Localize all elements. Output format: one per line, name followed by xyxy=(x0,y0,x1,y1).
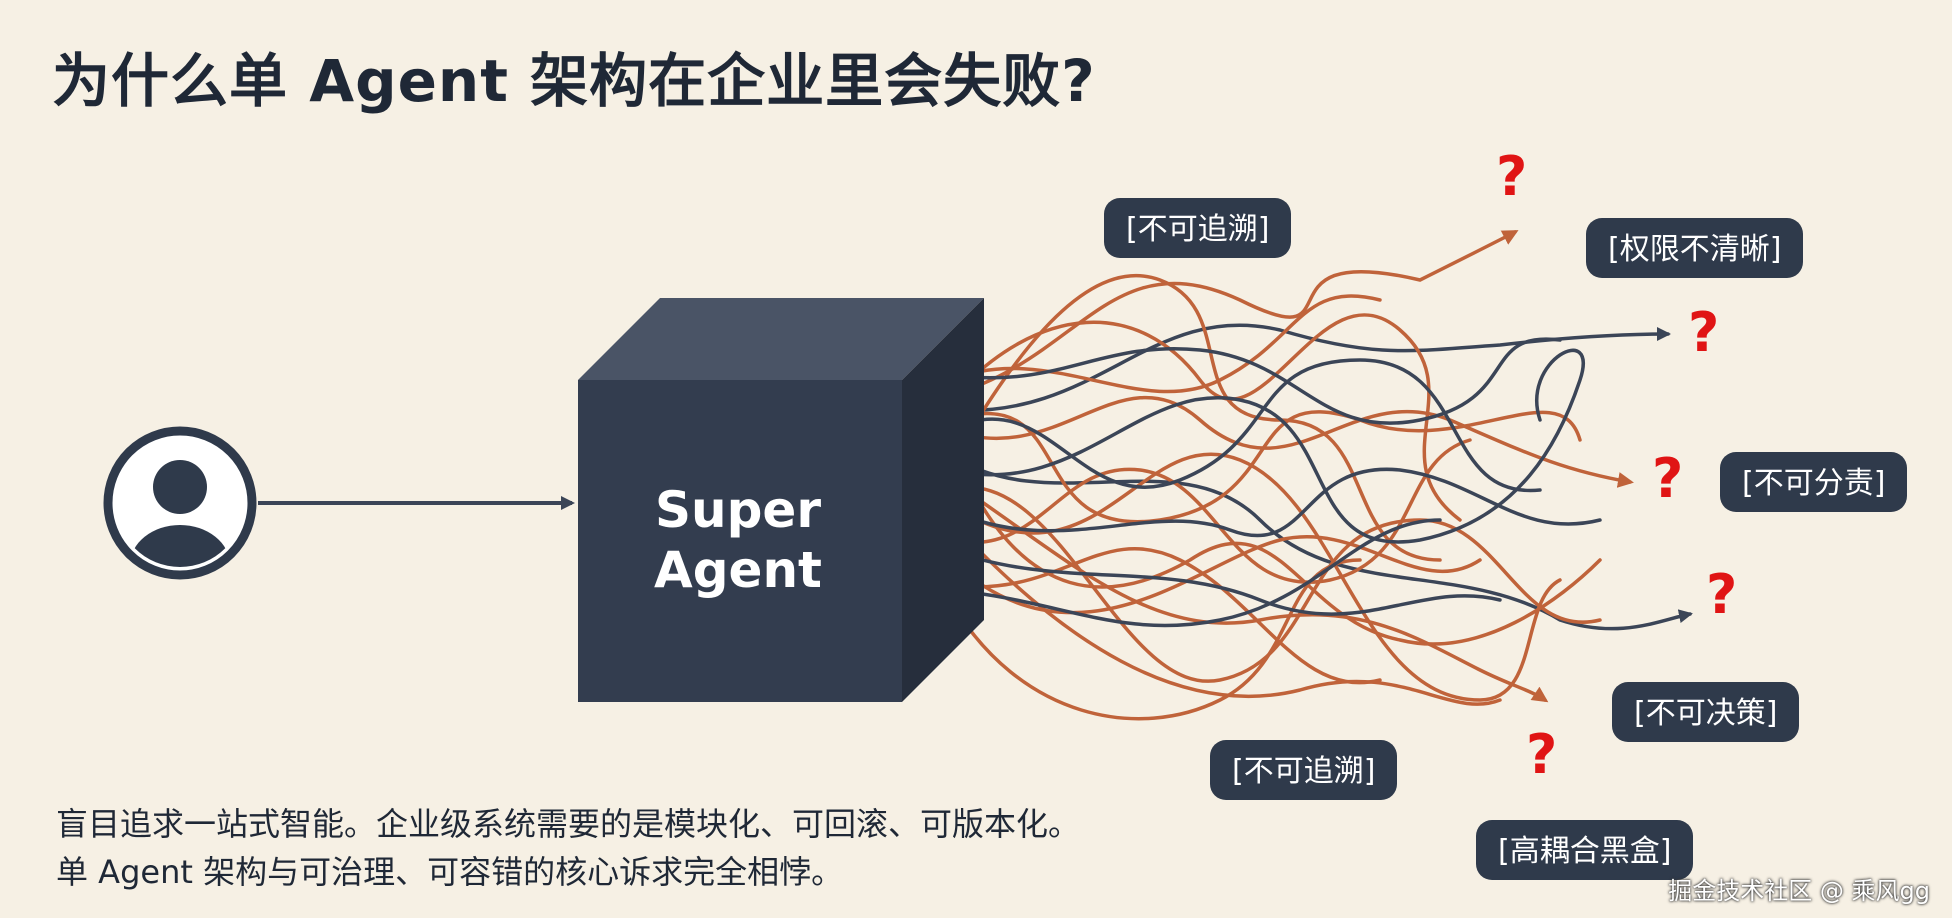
tangled-connections xyxy=(948,230,1693,721)
question-icon: ? xyxy=(1496,145,1528,208)
tag-no-decision: [不可决策] xyxy=(1612,682,1800,742)
super-agent-label-line1: Super xyxy=(655,481,821,539)
question-icon: ? xyxy=(1526,723,1558,786)
super-agent-box xyxy=(578,298,984,702)
question-icon: ? xyxy=(1652,447,1684,510)
caption-line1: 盲目追求一站式智能。企业级系统需要的是模块化、可回滚、可版本化。 xyxy=(56,805,1081,843)
page-title: 为什么单 Agent 架构在企业里会失败? xyxy=(52,47,1096,115)
caption: 盲目追求一站式智能。企业级系统需要的是模块化、可回滚、可版本化。 单 Agent… xyxy=(56,800,1080,896)
question-icon: ? xyxy=(1706,563,1738,626)
tag-no-accountability: [不可分责] xyxy=(1720,452,1908,512)
tag-unclear-permissions: [权限不清晰] xyxy=(1586,218,1804,278)
watermark: 掘金技术社区 @ 乘风gg xyxy=(1668,877,1930,905)
question-icon: ? xyxy=(1688,301,1720,364)
super-agent-label-line2: Agent xyxy=(654,541,822,599)
tag-untraceable-bottom: [不可追溯] xyxy=(1210,740,1398,800)
user-icon xyxy=(103,426,257,580)
tag-untraceable-top: [不可追溯] xyxy=(1104,198,1292,258)
caption-line2: 单 Agent 架构与可治理、可容错的核心诉求完全相悖。 xyxy=(56,853,844,891)
super-agent-label: Super Agent xyxy=(578,480,898,600)
tag-coupled-blackbox: [高耦合黑盒] xyxy=(1476,820,1694,880)
